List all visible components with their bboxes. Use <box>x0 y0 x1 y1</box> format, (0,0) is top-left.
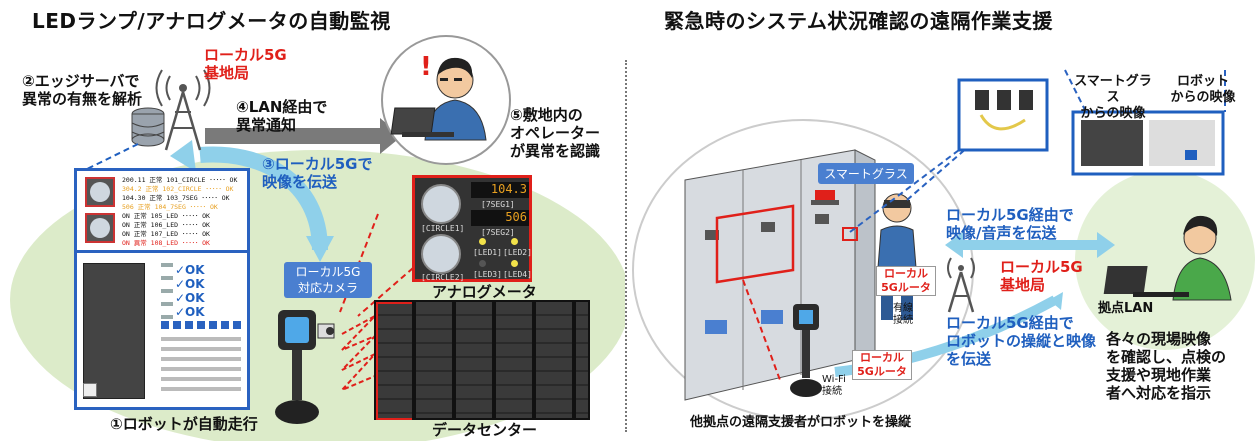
meter-label: アナログメータ <box>432 283 537 301</box>
step4-label: ④LAN経由で 異常通知 <box>236 98 328 134</box>
instruction-label: 各々の現場映像 を確認し、点検の 支援や現地作業 者へ対応を指示 <box>1106 330 1227 402</box>
circle2-label: [CIRCLE2] <box>421 273 465 282</box>
analysis-monitor: ✓OK ✓OK ✓OK ✓OK <box>74 168 250 410</box>
alert-mark: ! <box>420 52 432 82</box>
section-divider <box>625 60 627 432</box>
glasses-video-label: スマートグラス からの映像 <box>1074 74 1152 121</box>
video-transfer-arrow-head2 <box>306 236 334 262</box>
base-station-antenna-icon <box>155 69 211 151</box>
result-row: ON 正常 107_LED ･････ OK <box>122 230 210 238</box>
result-row: 506 正常 104_7SEG ･････ OK <box>122 203 218 211</box>
step3-label: ③ローカル5Gで 映像を伝送 <box>262 155 373 191</box>
warning-light-icon <box>811 190 839 205</box>
led-3 <box>479 260 486 267</box>
operator-circle <box>381 35 511 165</box>
seg1-label: [7SEG1] <box>481 200 515 209</box>
seg2-label: [7SEG2] <box>481 228 515 237</box>
remote-operator-icon <box>1103 215 1232 301</box>
step5-label: ⑤敷地内の オペレーター が異常を認識 <box>510 106 601 160</box>
right-antenna-icon <box>947 257 975 313</box>
led-1 <box>479 238 486 245</box>
digital-display-1: 104.3 <box>471 182 529 198</box>
check-item: ✓OK <box>175 263 205 277</box>
left-title: LEDランプ/アナログメータの自動監視 <box>32 9 391 33</box>
led4-label: [LED4] <box>503 270 532 279</box>
result-row: 200.11 正常 101_CIRCLE ･････ OK <box>122 176 238 184</box>
right-base-station-label: ローカル5G 基地局 <box>1000 258 1083 294</box>
datacenter-racks <box>374 300 590 420</box>
result-row: 304.2 正常 102_CIRCLE ･････ OK <box>122 185 234 193</box>
right-title: 緊急時のシステム状況確認の遠隔作業支援 <box>664 9 1053 33</box>
check-item: ✓OK <box>175 277 205 291</box>
gauge-circle1 <box>421 184 461 224</box>
robot-control-label: ローカル5G経由で ロボットの操縦と映像 を伝送 <box>946 314 1097 368</box>
left-base-station-label: ローカル5G 基地局 <box>204 46 287 82</box>
image-placeholder-icon <box>83 383 97 397</box>
lan-arrow <box>205 118 402 154</box>
gauge-circle2 <box>421 234 461 274</box>
remote-ellipse <box>1075 170 1255 350</box>
circle1-label: [CIRCLE1] <box>421 224 465 233</box>
analog-meter-panel: [CIRCLE1] [CIRCLE2] 104.3 [7SEG1] 506 [7… <box>412 175 532 282</box>
smart-glasses-label: スマートグラス <box>818 163 914 184</box>
inspection-highlight <box>715 204 795 284</box>
led-2 <box>511 238 518 245</box>
led-4 <box>511 260 518 267</box>
server-cabinets <box>684 149 876 401</box>
result-row: ON 異常 108_LED ･････ OK <box>122 239 210 247</box>
check-item: ✓OK <box>175 291 205 305</box>
check-list: ✓OK ✓OK ✓OK ✓OK <box>175 263 247 319</box>
led1-label: [LED1] <box>473 248 502 257</box>
step1-label: ①ロボットが自動走行 <box>110 415 258 433</box>
router2-label: ローカル 5Gルータ <box>852 350 912 380</box>
camera-label: ローカル5G 対応カメラ <box>284 262 372 298</box>
right-scene <box>632 69 1255 421</box>
av-transfer-arrow <box>945 232 1115 258</box>
robot-right-icon <box>790 304 822 397</box>
result-row: ON 正常 105_LED ･････ OK <box>122 212 210 220</box>
robot-video-label: ロボット からの映像 <box>1170 74 1236 105</box>
robot-left-icon <box>275 310 335 424</box>
video-transfer-arrow <box>199 146 328 251</box>
lan-label: 拠点LAN <box>1098 301 1154 316</box>
digital-display-2: 506 <box>471 210 529 226</box>
bottom-caption: 他拠点の遠隔支援者がロボットを操縦 <box>690 415 912 430</box>
video-transfer-arrow-head <box>170 140 196 172</box>
wifi-label: Wi-Fi 接続 <box>822 374 846 397</box>
server-link-dash <box>84 143 139 171</box>
av-transfer-label: ローカル5G経由で 映像/音声を伝送 <box>946 206 1074 242</box>
rack-photo <box>83 263 145 399</box>
step2-label: ②エッジサーバで 異常の有無を解析 <box>22 72 143 108</box>
check-item: ✓OK <box>175 305 205 319</box>
datacenter-label: データセンター <box>432 421 538 439</box>
gauge-thumb-1 <box>85 177 115 207</box>
result-row: 104.30 正常 103_7SEG ･････ OK <box>122 194 230 202</box>
led2-label: [LED2] <box>503 248 532 257</box>
edge-server-icon <box>131 107 165 147</box>
result-row: ON 正常 106_LED ･････ OK <box>122 221 210 229</box>
wired-label: 有線 接続 <box>893 303 913 326</box>
led3-label: [LED3] <box>473 270 502 279</box>
gauge-thumb-2 <box>85 213 115 243</box>
router1-label: ローカル 5Gルータ <box>876 266 936 296</box>
operator-icon <box>390 57 487 141</box>
